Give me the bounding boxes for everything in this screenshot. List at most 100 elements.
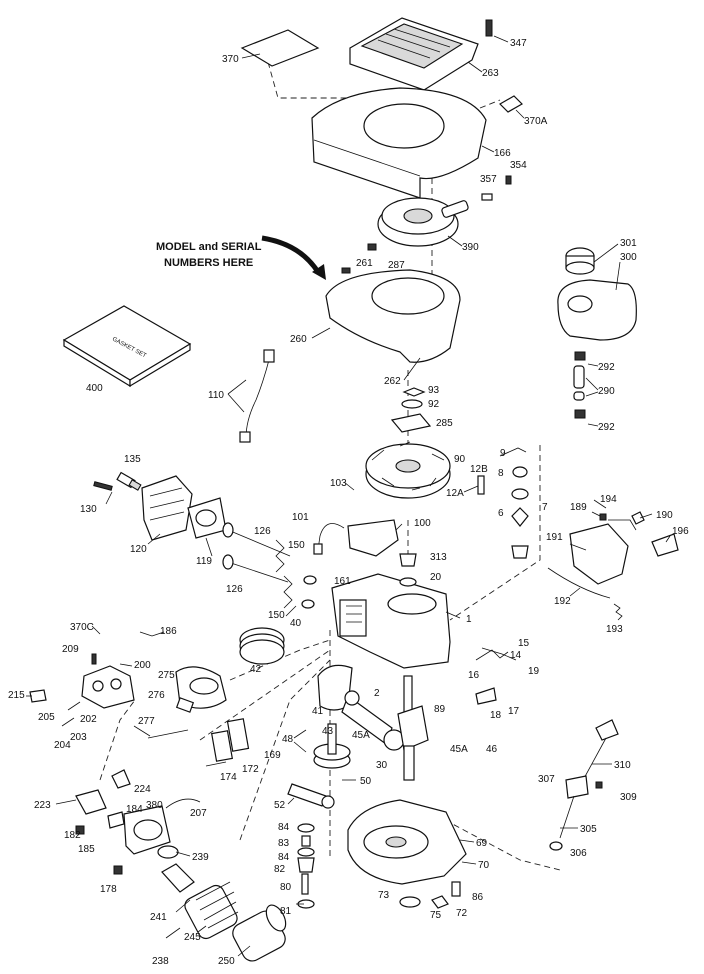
oil-pump-parts xyxy=(297,823,315,909)
label-174: 174 xyxy=(220,772,237,783)
label-30: 30 xyxy=(376,760,388,771)
label-290: 290 xyxy=(598,386,615,397)
cylinder-head-120 xyxy=(93,475,193,541)
label-92: 92 xyxy=(428,399,440,410)
gasket-kit-400: GASKET SET xyxy=(62,305,192,388)
label-48: 48 xyxy=(282,734,294,745)
label-223: 223 xyxy=(34,800,51,811)
label-238: 238 xyxy=(152,956,169,967)
label-186: 186 xyxy=(160,626,177,637)
label-245: 245 xyxy=(184,932,201,943)
label-120: 120 xyxy=(130,544,147,555)
label-241: 241 xyxy=(150,912,167,923)
piston-rings-42 xyxy=(239,627,285,665)
fuel-cap-301 xyxy=(565,247,595,275)
label-50: 50 xyxy=(360,776,372,787)
sump-69 xyxy=(347,799,467,885)
label-12A: 12A xyxy=(446,488,464,499)
label-239: 239 xyxy=(192,852,209,863)
label-370: 370 xyxy=(222,54,239,65)
callout-line-2: NUMBERS HERE xyxy=(164,257,253,269)
dipstick-tube-305 xyxy=(549,775,603,851)
label-70: 70 xyxy=(478,860,490,871)
label-150-upper: 150 xyxy=(288,540,305,551)
label-185: 185 xyxy=(78,844,95,855)
spark-plug-135 xyxy=(116,471,142,491)
label-310: 310 xyxy=(614,760,631,771)
label-184: 184 xyxy=(126,804,143,815)
label-81: 81 xyxy=(280,906,292,917)
carburetor-380 xyxy=(123,805,179,859)
label-191: 191 xyxy=(546,532,563,543)
label-45A-left: 45A xyxy=(352,730,370,741)
label-285: 285 xyxy=(436,418,453,429)
label-192: 192 xyxy=(554,596,571,607)
label-43: 43 xyxy=(322,726,334,737)
shroud-cap-263 xyxy=(349,17,479,91)
filter-bolt-238 xyxy=(165,927,181,939)
label-262: 262 xyxy=(384,376,401,387)
label-347: 347 xyxy=(510,38,527,49)
label-119: 119 xyxy=(196,556,212,567)
label-12B: 12B xyxy=(470,464,488,475)
label-301: 301 xyxy=(620,238,637,249)
label-leaders xyxy=(26,35,671,957)
label-196: 196 xyxy=(672,526,689,537)
label-75: 75 xyxy=(430,910,442,921)
label-110: 110 xyxy=(208,390,224,401)
label-46: 46 xyxy=(486,744,498,755)
fuel-tank-300 xyxy=(557,279,637,341)
air-filter-245 xyxy=(161,863,239,940)
label-150-lower: 150 xyxy=(268,610,285,621)
label-275: 275 xyxy=(158,670,175,681)
label-207: 207 xyxy=(190,808,207,819)
label-20: 20 xyxy=(430,572,442,583)
label-260: 260 xyxy=(290,334,307,345)
label-82: 82 xyxy=(274,864,286,875)
label-103: 103 xyxy=(330,478,347,489)
ground-wire-110 xyxy=(239,349,275,443)
label-16: 16 xyxy=(468,670,480,681)
label-80: 80 xyxy=(280,882,292,893)
label-93: 93 xyxy=(428,385,440,396)
label-1: 1 xyxy=(466,614,472,625)
governor-parts xyxy=(477,447,529,559)
filter-sheet-370 xyxy=(240,29,320,67)
label-18: 18 xyxy=(490,710,502,721)
label-166: 166 xyxy=(494,148,511,159)
flywheel-90 xyxy=(365,441,451,499)
label-357: 357 xyxy=(480,174,497,185)
spacer-gaskets-169 xyxy=(205,718,250,767)
label-172: 172 xyxy=(242,764,259,775)
label-287: 287 xyxy=(388,260,405,271)
head-gasket-119 xyxy=(187,497,227,539)
label-190: 190 xyxy=(656,510,673,521)
carb-linkage xyxy=(75,769,201,875)
label-250: 250 xyxy=(218,956,235,967)
label-14: 14 xyxy=(510,650,522,661)
label-203: 203 xyxy=(70,732,87,743)
label-130: 130 xyxy=(80,504,97,515)
label-370A: 370A xyxy=(524,116,548,127)
label-126-upper: 126 xyxy=(254,526,271,537)
label-84-lower: 84 xyxy=(278,852,290,863)
label-126-lower: 126 xyxy=(226,584,243,595)
air-cleaner-screws xyxy=(147,697,195,739)
label-309: 309 xyxy=(620,792,637,803)
label-101: 101 xyxy=(292,512,309,523)
part-labels: 370 347 263 370A 166 354 357 390 261 287… xyxy=(8,38,689,967)
label-313: 313 xyxy=(430,552,447,563)
dipstick-sheet-370A xyxy=(499,95,523,113)
label-390: 390 xyxy=(462,242,479,253)
label-200: 200 xyxy=(134,660,151,671)
label-224: 224 xyxy=(134,784,151,795)
label-193: 193 xyxy=(606,624,623,635)
label-194: 194 xyxy=(600,494,617,505)
label-42: 42 xyxy=(250,664,262,675)
label-169: 169 xyxy=(264,750,281,761)
camshaft-50 xyxy=(313,723,351,769)
throttle-parts xyxy=(29,631,165,727)
label-277: 277 xyxy=(138,716,155,727)
label-86: 86 xyxy=(472,892,484,903)
